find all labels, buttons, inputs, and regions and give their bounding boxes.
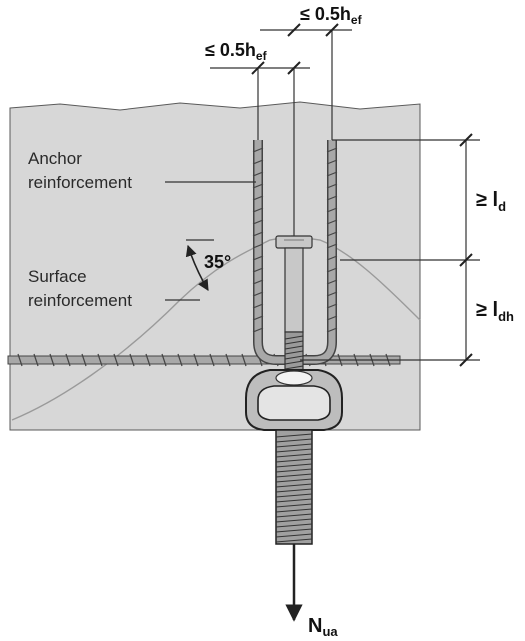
rib-mark: [275, 463, 313, 468]
rib-mark: [275, 458, 313, 463]
rib-mark: [252, 183, 264, 189]
rib-mark: [252, 231, 264, 237]
rib-mark: [113, 353, 119, 367]
rib-mark: [326, 315, 338, 321]
rib-mark: [161, 353, 167, 367]
anchor-reinforcement-label-2: reinforcement: [28, 173, 132, 192]
length-dimensions: [300, 139, 480, 361]
surface-reinforcement-label-2: reinforcement: [28, 291, 132, 310]
rib-mark: [241, 353, 247, 367]
anchor-reinforcement-label-1: Anchor: [28, 149, 82, 168]
rib-mark: [252, 243, 264, 249]
rib-mark: [129, 353, 135, 367]
rib-mark: [326, 171, 338, 177]
surface-reinforcement-label-1: Surface: [28, 267, 87, 286]
spacing-ticks: [251, 23, 339, 75]
rib-mark: [225, 353, 231, 367]
rib-mark: [49, 353, 55, 367]
rib-mark: [326, 243, 338, 249]
rib-mark: [275, 528, 313, 533]
rib-mark: [33, 353, 39, 367]
rib-mark: [252, 303, 264, 309]
hook-length-label: ≥ ldh: [476, 299, 514, 324]
rib-mark: [65, 353, 71, 367]
rib-mark: [284, 340, 304, 345]
anchor-reinforcement-left: [252, 140, 292, 365]
rib-mark: [193, 353, 199, 367]
angle-indicator: [185, 239, 214, 291]
anchor-channel: [245, 369, 343, 431]
rib-mark: [275, 523, 313, 528]
rib-mark: [284, 345, 304, 350]
rib-mark: [252, 195, 264, 201]
rib-mark: [252, 267, 264, 273]
load-label: Nua: [308, 615, 338, 639]
dev-length-label: ≥ ld: [476, 189, 506, 214]
rib-mark: [326, 279, 338, 285]
rib-mark: [275, 503, 313, 508]
rib-mark: [284, 355, 304, 360]
rib-mark: [275, 443, 313, 448]
rib-mark: [275, 448, 313, 453]
rib-mark: [252, 291, 264, 297]
rib-mark: [284, 360, 304, 365]
rib-mark: [284, 350, 304, 355]
rib-mark: [252, 315, 264, 321]
angle-label: 35°: [204, 252, 231, 272]
threaded-rod: [275, 429, 313, 545]
rib-mark: [275, 453, 313, 458]
rib-mark: [275, 433, 313, 438]
rib-mark: [275, 513, 313, 518]
rib-mark: [326, 159, 338, 165]
rib-mark: [275, 493, 313, 498]
rib-mark: [326, 255, 338, 261]
rib-mark: [275, 478, 313, 483]
rib-mark: [252, 279, 264, 285]
rib-mark: [284, 335, 304, 340]
headed-anchor-bolt: [275, 235, 313, 375]
rib-mark: [252, 219, 264, 225]
rib-mark: [81, 353, 87, 367]
rib-mark: [275, 438, 313, 443]
rib-mark: [177, 353, 183, 367]
rib-mark: [326, 195, 338, 201]
rib-mark: [326, 327, 338, 333]
rib-mark: [326, 219, 338, 225]
rib-mark: [17, 353, 23, 367]
rib-mark: [275, 488, 313, 493]
rib-mark: [326, 147, 338, 153]
rib-mark: [97, 353, 103, 367]
rib-mark: [252, 171, 264, 177]
rib-mark: [326, 231, 338, 237]
rib-mark: [275, 473, 313, 478]
rib-mark: [275, 538, 313, 543]
spacing-right-label: ≤ 0.5hef: [300, 4, 363, 27]
rib-mark: [275, 508, 313, 513]
rib-mark: [252, 255, 264, 261]
rib-mark: [275, 468, 313, 473]
rib-mark: [275, 533, 313, 538]
spacing-left-label: ≤ 0.5hef: [205, 40, 268, 63]
rib-mark: [252, 327, 264, 333]
rib-mark: [275, 483, 313, 488]
breakout-cone-line: [11, 235, 421, 421]
rib-mark: [145, 353, 151, 367]
rib-mark: [275, 518, 313, 523]
rib-mark: [326, 303, 338, 309]
rib-mark: [326, 183, 338, 189]
rib-mark: [326, 267, 338, 273]
rib-mark: [209, 353, 215, 367]
rib-mark: [275, 498, 313, 503]
rib-mark: [252, 147, 264, 153]
rib-mark: [326, 291, 338, 297]
length-ticks: [459, 133, 473, 367]
rib-mark: [252, 207, 264, 213]
rib-mark: [284, 365, 304, 370]
rib-mark: [252, 159, 264, 165]
rib-mark: [326, 207, 338, 213]
